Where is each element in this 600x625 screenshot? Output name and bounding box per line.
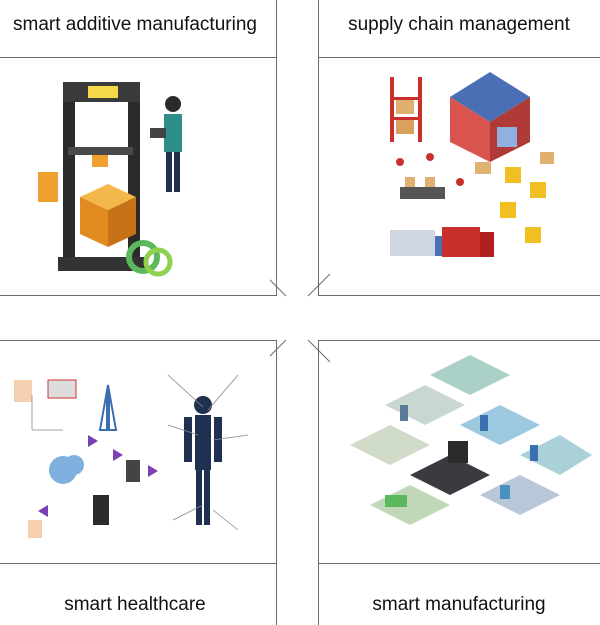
additive-manufacturing-illustration — [8, 62, 270, 290]
horizontal-rule-top-right — [318, 57, 600, 58]
smart-healthcare-illustration — [8, 345, 270, 557]
vertical-divider-left — [276, 0, 277, 295]
horizontal-rule-top-left — [0, 57, 277, 58]
label-smart-additive-manufacturing: smart additive manufacturing — [13, 14, 257, 35]
vertical-divider-left-lower — [276, 340, 277, 625]
horizontal-rule-mid-right — [318, 295, 600, 296]
label-smart-manufacturing: smart manufacturing — [372, 594, 546, 615]
label-smart-healthcare: smart healthcare — [64, 594, 206, 615]
vertical-divider-right — [318, 0, 319, 295]
horizontal-rule-lower-left — [0, 340, 277, 341]
label-supply-chain-management: supply chain management — [348, 14, 570, 35]
horizontal-rule-bottom-right — [318, 563, 600, 564]
horizontal-rule-mid-left — [0, 295, 277, 296]
horizontal-rule-lower-right — [318, 340, 600, 341]
smart-manufacturing-illustration — [330, 345, 592, 557]
supply-chain-illustration — [330, 62, 592, 290]
horizontal-rule-bottom-left — [0, 563, 277, 564]
vertical-divider-right-lower — [318, 340, 319, 625]
